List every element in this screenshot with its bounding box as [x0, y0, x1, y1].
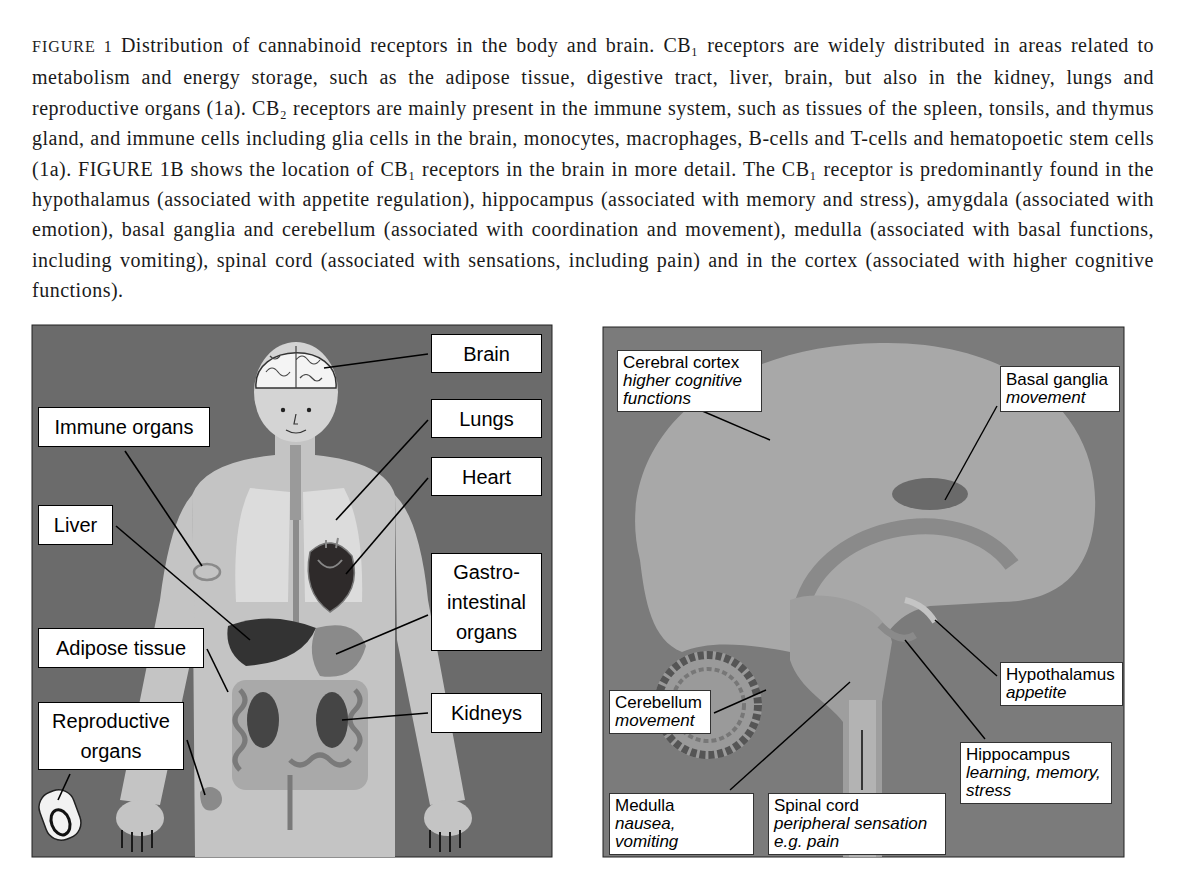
esophagus [293, 520, 299, 630]
organ-name: Reproductive organs [45, 706, 177, 766]
liver [227, 618, 316, 666]
leader-line [336, 420, 428, 520]
basal-ganglia [892, 478, 968, 510]
leader-line [207, 649, 228, 692]
brain-region-label: Hippocampuslearning, memory, stress [960, 742, 1112, 804]
leader-line [945, 406, 997, 500]
leader-line [116, 526, 250, 640]
brain-region-label: Medullanausea, vomiting [609, 793, 754, 855]
leader-line [342, 713, 428, 720]
stomach [312, 625, 366, 676]
organ-label: Lungs [431, 399, 542, 438]
organ-name: Immune organs [55, 412, 194, 442]
heart [308, 543, 354, 612]
region-name: Cerebellum [615, 694, 702, 712]
brain-region-label: Hypothalamusappetite [1000, 662, 1123, 706]
region-name: Hypothalamus [1006, 666, 1115, 684]
region-name: Basal ganglia [1006, 371, 1108, 389]
right-hand [424, 800, 472, 836]
organ-name: Gastro- intestinal organs [438, 557, 535, 647]
intestines [232, 680, 368, 790]
trachea [290, 445, 301, 520]
organ-label: Liver [38, 505, 113, 545]
leader-line [714, 690, 766, 713]
brain-gyri [266, 346, 322, 388]
fingers [122, 830, 460, 852]
leader-line [346, 478, 428, 574]
leader-line [324, 354, 428, 368]
caption-block: FIGURE 1Distribution of cannabinoid rece… [32, 30, 1154, 306]
region-function: higher cognitive functions [623, 372, 756, 408]
organ-label: Gastro- intestinal organs [431, 553, 542, 651]
eye [307, 408, 311, 412]
region-function: peripheral sensation e.g. pain [774, 815, 940, 851]
brain-region-label: Cerebral cortexhigher cognitive function… [617, 350, 762, 412]
eye [281, 408, 285, 412]
spleen [194, 564, 220, 580]
organ-label: Immune organs [38, 407, 210, 447]
organ-name: Kidneys [451, 698, 522, 728]
region-function: nausea, vomiting [615, 815, 725, 851]
bowel-loops [235, 690, 360, 830]
region-name: Medulla [615, 797, 675, 815]
human-body [35, 342, 472, 857]
leader-line [935, 620, 997, 676]
ovary-ring [48, 807, 74, 838]
head [254, 342, 338, 442]
organ-name: Brain [463, 339, 510, 369]
left-hand [116, 800, 164, 836]
organ-label: Adipose tissue [38, 628, 204, 668]
panel-background [603, 327, 1124, 857]
organ-label: Heart [431, 457, 542, 496]
leader-line [187, 740, 205, 795]
organ-name: Lungs [459, 404, 514, 434]
region-function: learning, memory, stress [966, 764, 1106, 800]
organ-label: Kidneys [431, 693, 542, 733]
panel-background [32, 325, 552, 857]
leader-line [905, 640, 985, 739]
heart-vessels [318, 538, 342, 568]
figure-title: FIGURE 1 [32, 38, 113, 55]
leader-line [861, 730, 862, 790]
kidney [247, 692, 279, 748]
organ-name: Adipose tissue [56, 633, 186, 663]
leader-lines [700, 406, 997, 790]
hippocampus [880, 625, 915, 638]
brain-region-label: Spinal cordperipheral sensation e.g. pai… [768, 793, 946, 855]
region-function: appetite [1006, 684, 1067, 702]
figure-caption: Distribution of cannabinoid receptors in… [32, 34, 1154, 301]
organ-label: Brain [431, 334, 542, 373]
leader-line [336, 615, 428, 654]
organ-name: Liver [54, 510, 97, 540]
leader-line [125, 451, 202, 566]
region-name: Hippocampus [966, 746, 1070, 764]
region-name: Spinal cord [774, 797, 859, 815]
region-function: movement [1006, 389, 1085, 407]
region-function: movement [615, 712, 694, 730]
region-name: Cerebral cortex [623, 354, 739, 372]
torso [192, 430, 395, 857]
face [286, 414, 306, 433]
hypothalamus [905, 600, 935, 622]
leader-line [58, 774, 70, 800]
brain-region-label: Cerebellummovement [609, 690, 711, 734]
leader-line [700, 410, 770, 440]
organ-label: Reproductive organs [38, 702, 184, 770]
brain-region-label: Basal gangliamovement [1000, 366, 1120, 412]
lung [235, 488, 290, 602]
organ-name: Heart [462, 462, 511, 492]
